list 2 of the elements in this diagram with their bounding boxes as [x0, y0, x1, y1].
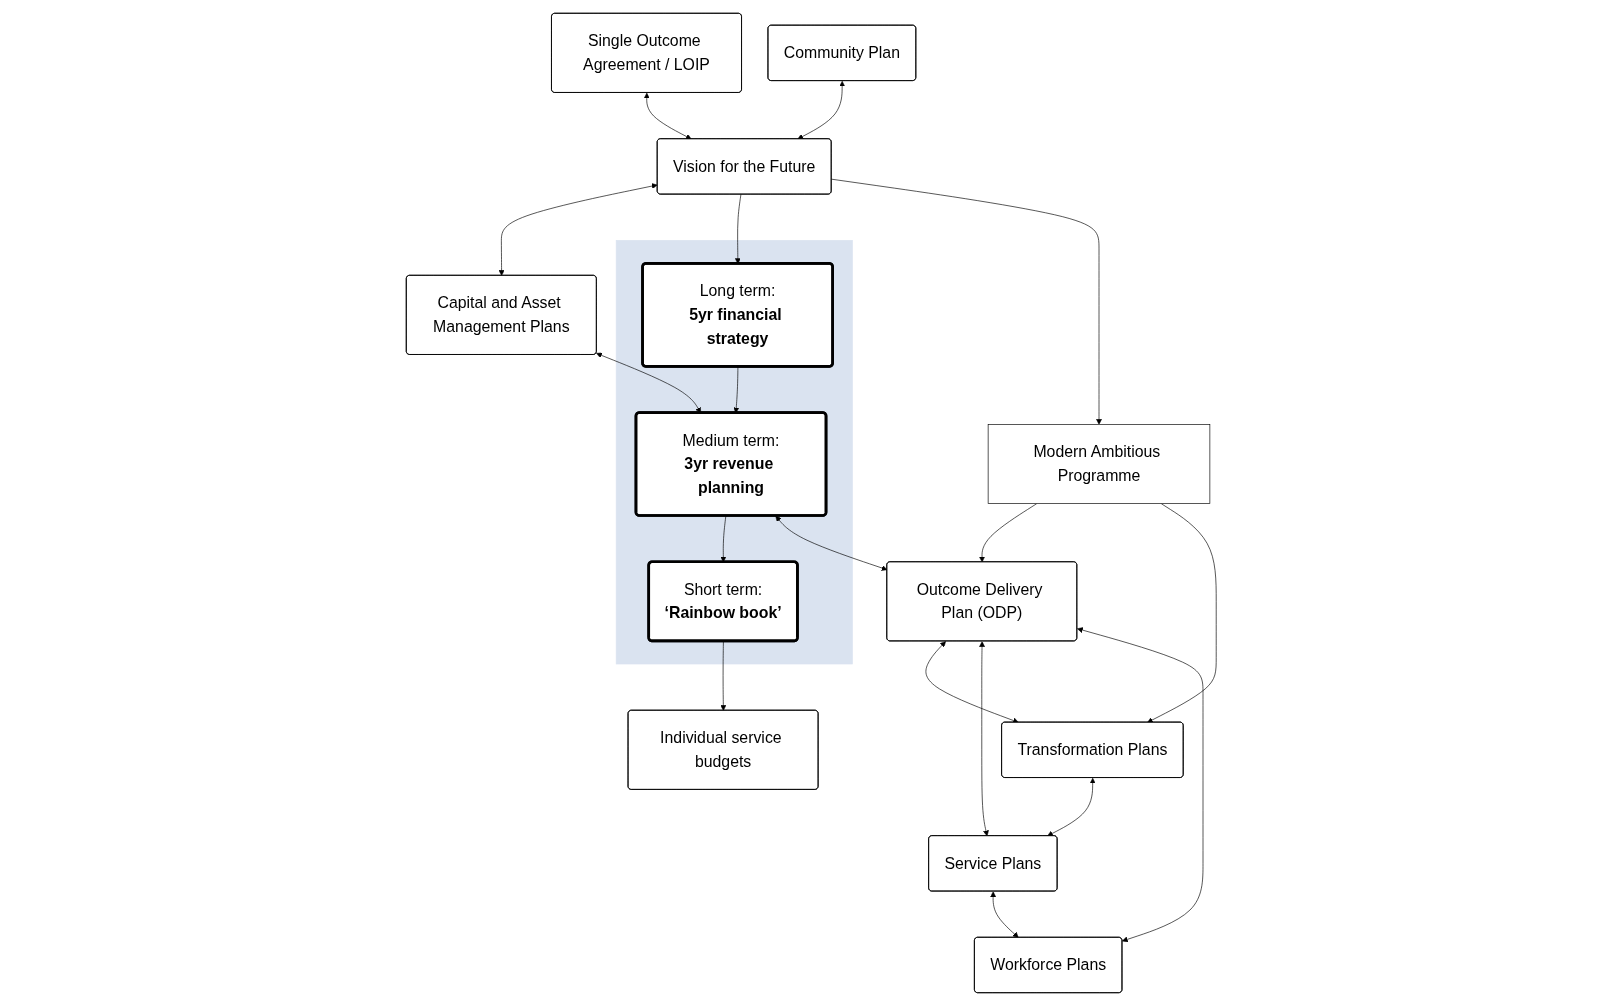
cluster — [615, 240, 853, 665]
node-box: Modern Ambitious Programme — [987, 424, 1210, 504]
